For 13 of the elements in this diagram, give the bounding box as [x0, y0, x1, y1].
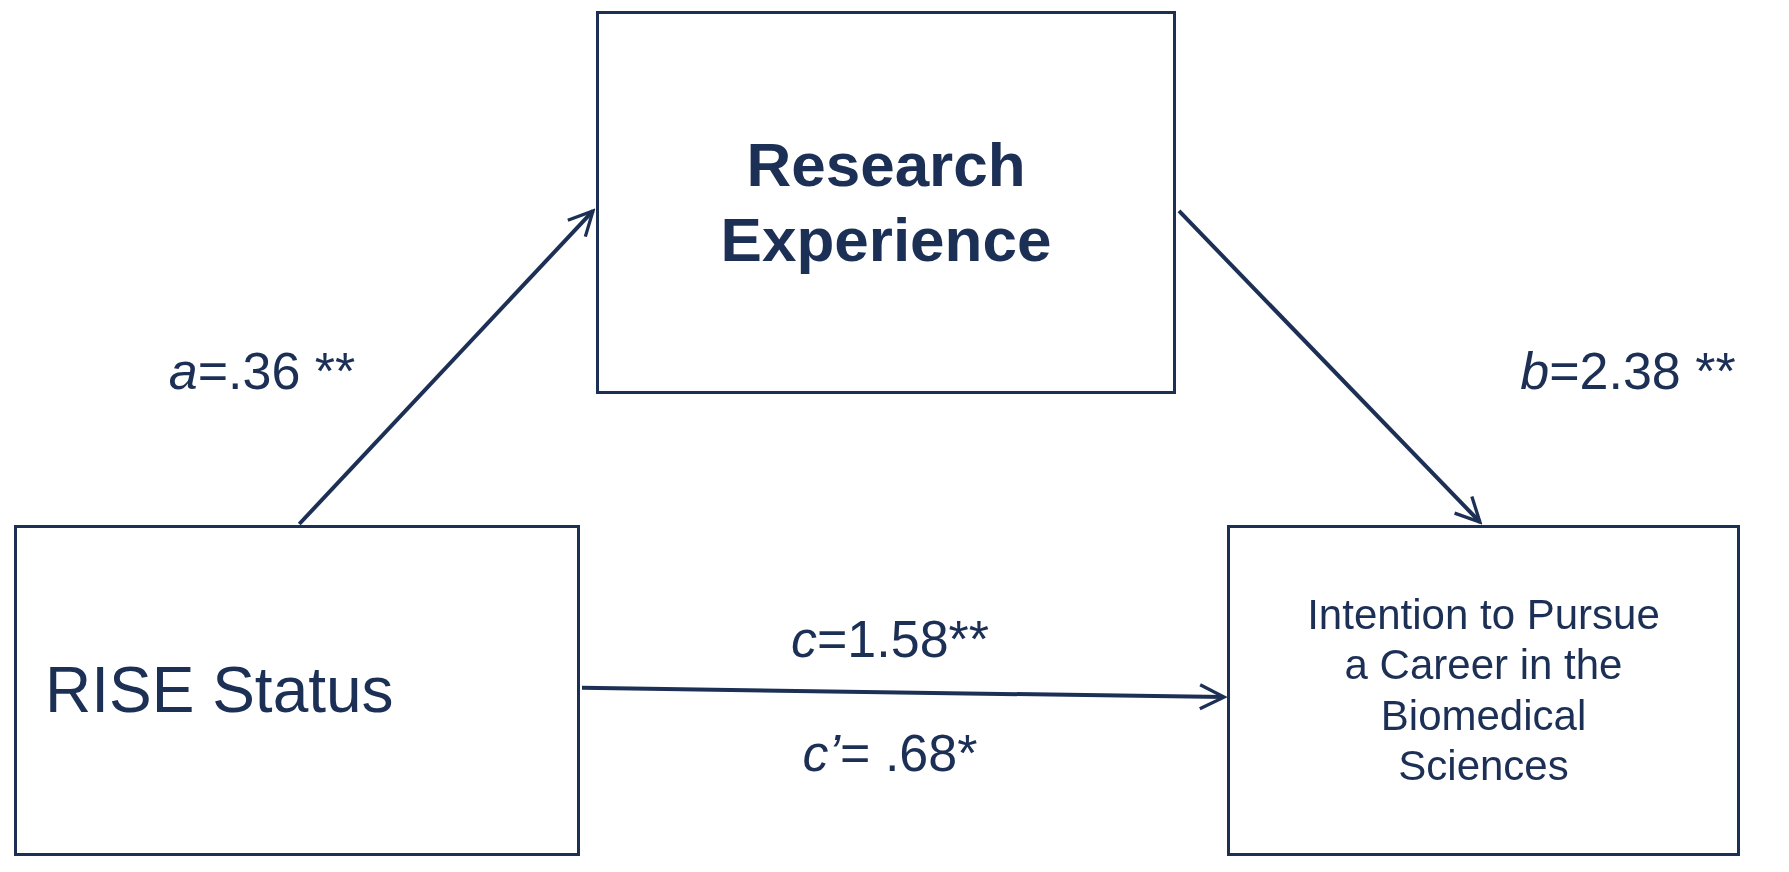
edge-label: b=2.38 ** — [1520, 345, 1736, 397]
variable-label: Intention to Pursue a Career in the Biomedical Sciences — [1306, 589, 1661, 791]
arrow — [297, 209, 595, 526]
edge-label: a=.36 ** — [168, 345, 356, 397]
variable-label: Research Experience — [719, 129, 1053, 276]
arrow — [581, 683, 1226, 711]
edge-label: c=1.58** — [791, 613, 989, 665]
variable-label: RISE Status — [45, 653, 394, 729]
variable-box — [14, 525, 580, 856]
arrow — [1177, 209, 1482, 524]
coefficient-label: c’= .68* — [802, 727, 978, 779]
variable-box — [1227, 525, 1740, 856]
variable-box — [596, 11, 1176, 394]
